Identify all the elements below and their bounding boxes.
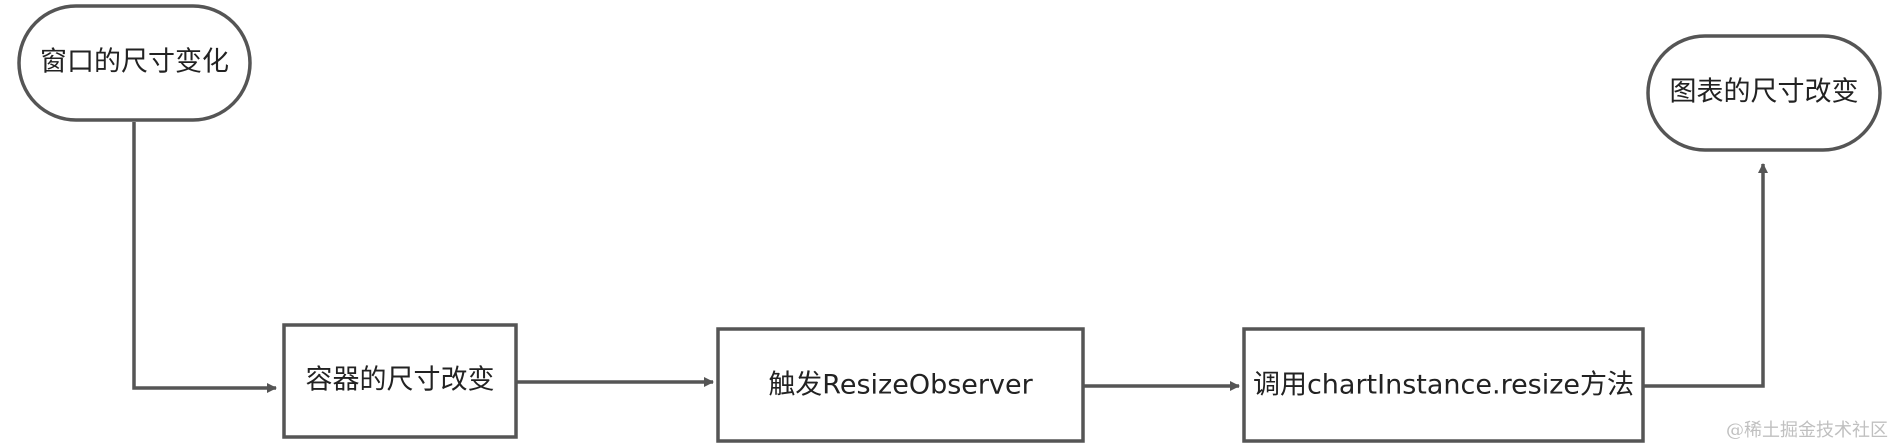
- observer-node-label: 触发ResizeObserver: [768, 370, 1033, 401]
- container-node-shape: [282, 323, 518, 439]
- observer-node-shape: [716, 327, 1085, 443]
- resize-call-node-shape: [1242, 327, 1645, 443]
- resize-call-node-label: 调用chartInstance.resize方法: [1253, 370, 1634, 401]
- end-node-label: 图表的尺寸改变: [1670, 77, 1859, 108]
- container-node: 容器的尺寸改变: [282, 323, 518, 439]
- connector-start-to-container: [132, 122, 277, 393]
- connector-resize-call-to-end: [1644, 163, 1768, 388]
- end-node-shape: [1646, 34, 1882, 152]
- watermark-text: @稀土掘金技术社区: [1726, 420, 1888, 441]
- start-node-shape: [17, 4, 252, 122]
- observer-node: 触发ResizeObserver: [716, 327, 1085, 443]
- end-node: 图表的尺寸改变: [1646, 34, 1882, 152]
- resize-call-node: 调用chartInstance.resize方法: [1242, 327, 1645, 443]
- start-node: 窗口的尺寸变化: [17, 4, 252, 122]
- container-node-label: 容器的尺寸改变: [306, 365, 495, 396]
- start-node-label: 窗口的尺寸变化: [40, 47, 229, 78]
